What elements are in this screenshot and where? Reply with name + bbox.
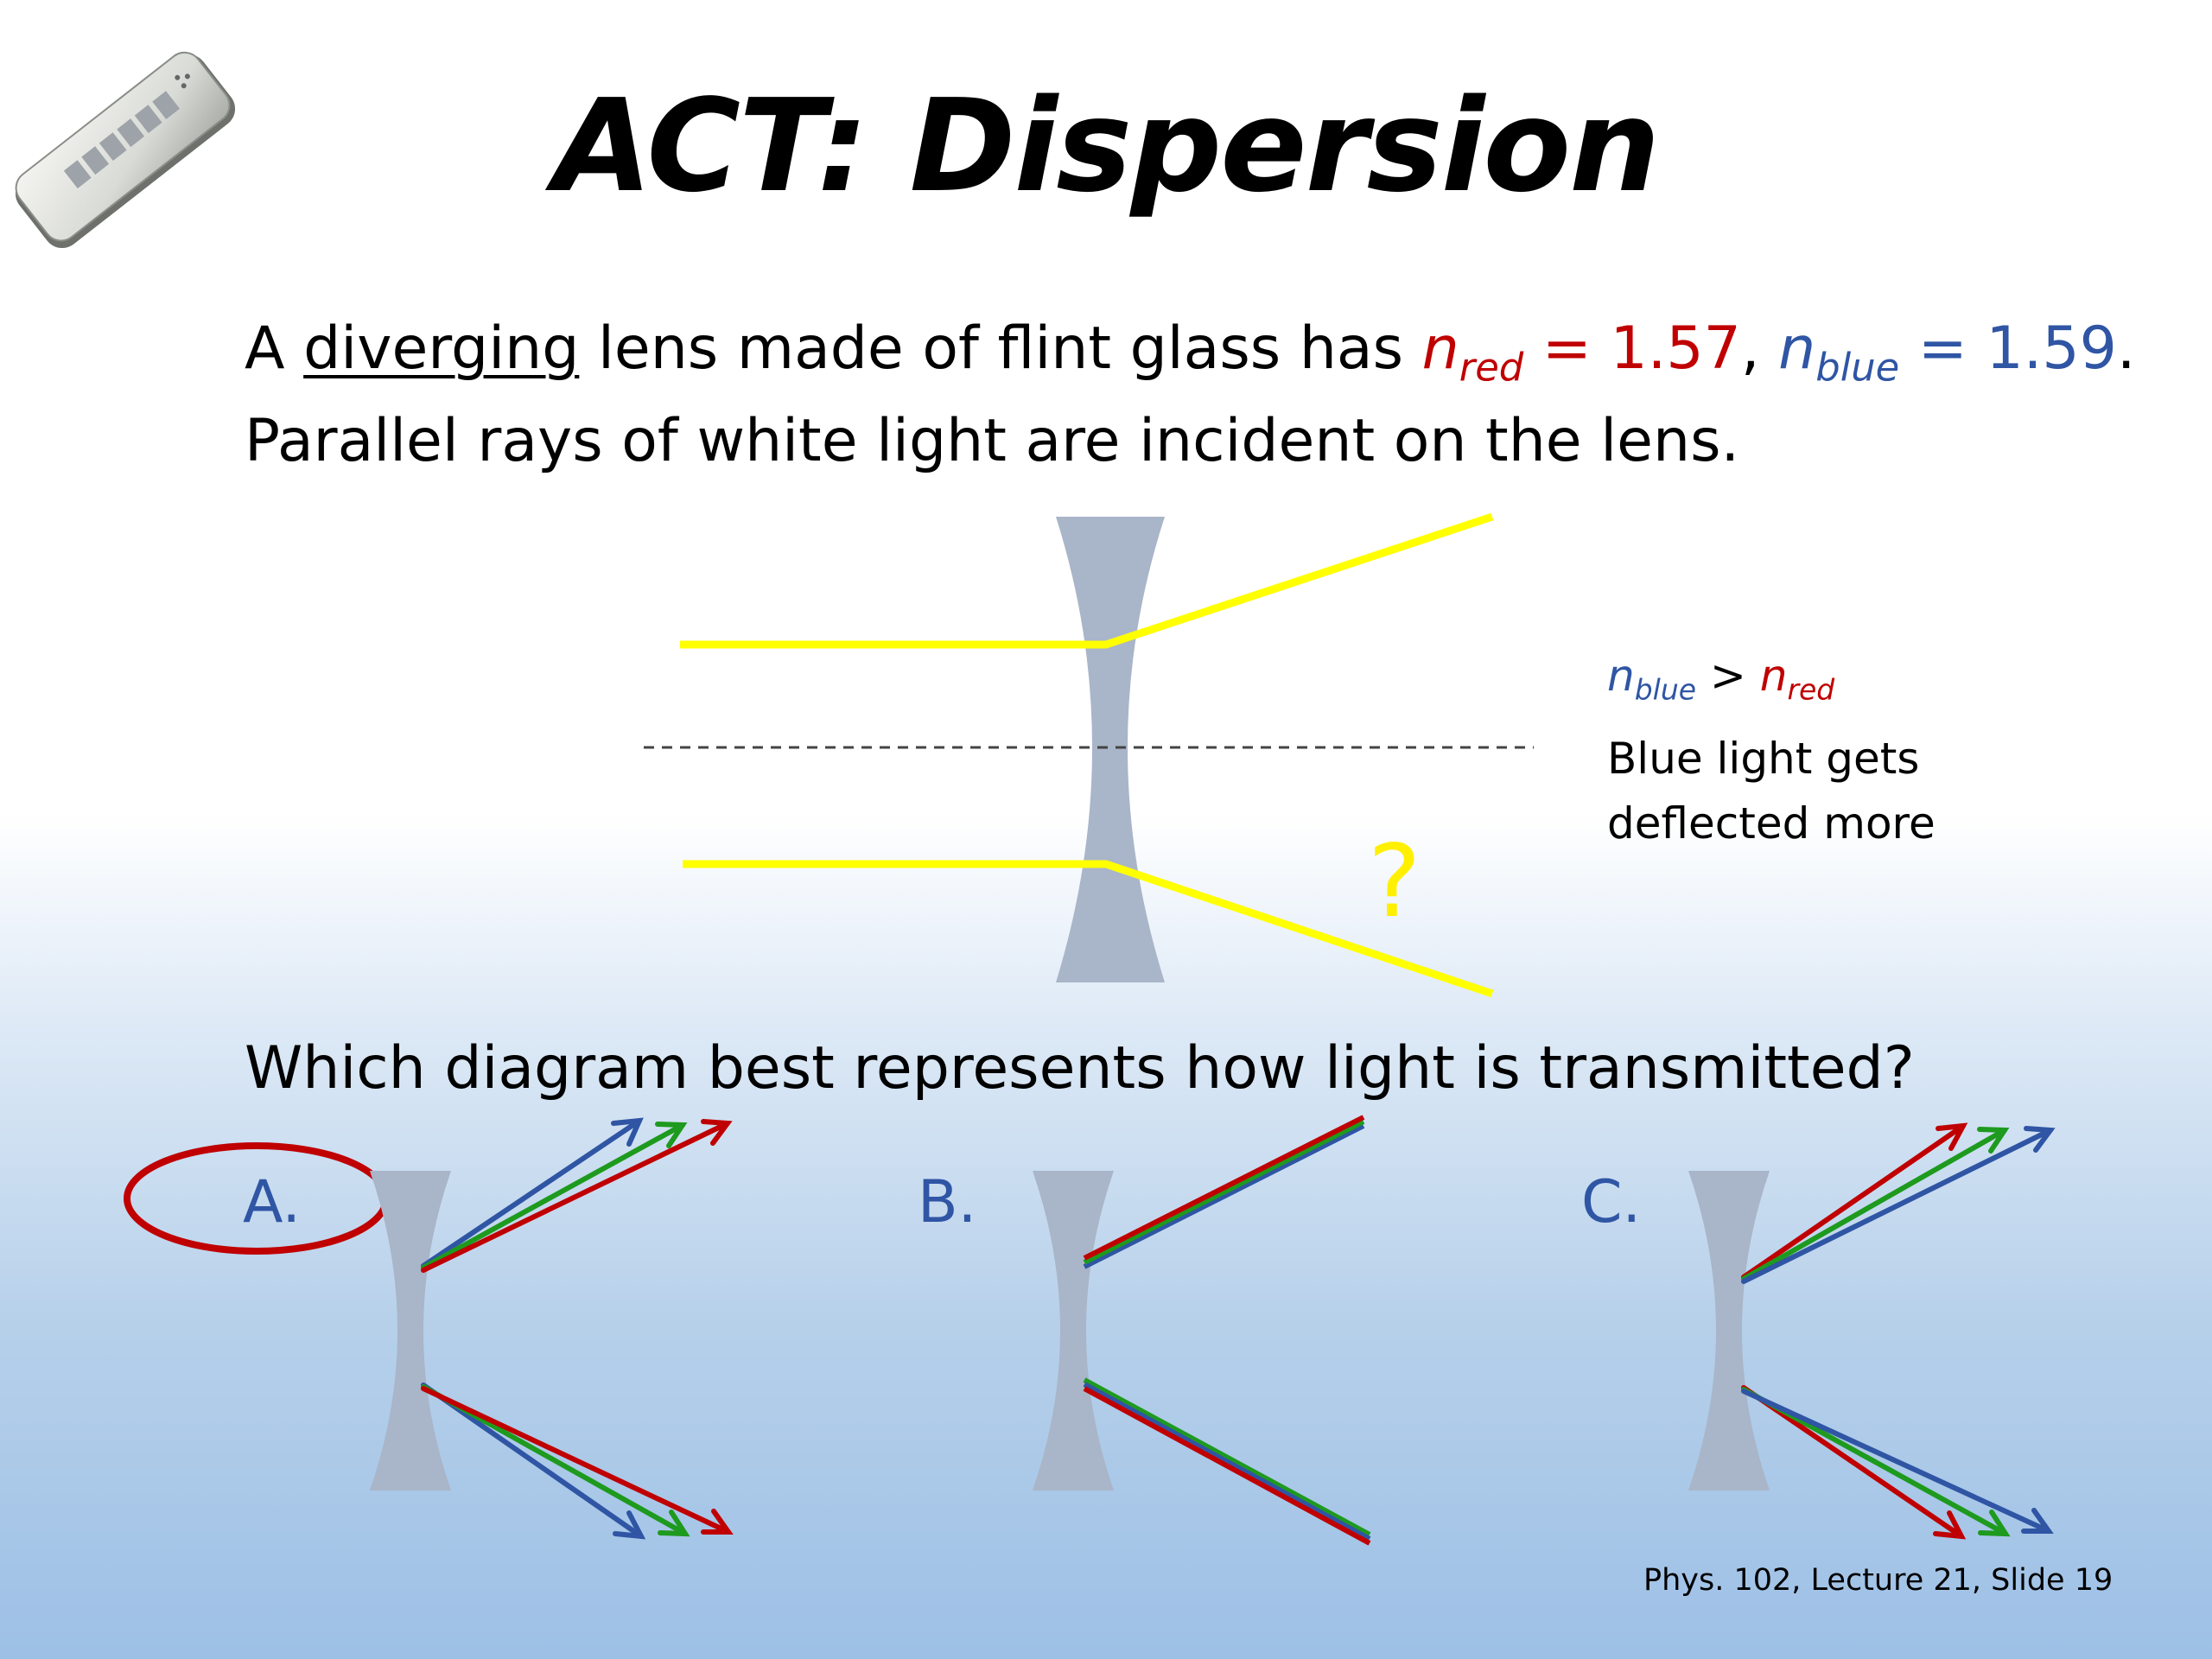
index-inequality: nblue > nred: [1607, 654, 1834, 704]
lens-a: [370, 1171, 451, 1491]
option-b-label[interactable]: B.: [918, 1168, 977, 1236]
option-b-rays: [1083, 1115, 1371, 1546]
note-line2: deflected more: [1607, 798, 1936, 849]
option-c-rays: [1741, 1122, 2056, 1540]
subscript-blue: blue: [1815, 344, 1900, 391]
text-segment: .: [2116, 315, 2136, 383]
subscript-red: red: [1459, 344, 1524, 391]
slide-title: ACT: Dispersion: [553, 72, 1660, 220]
n-blue-label: nblue: [1607, 651, 1696, 704]
upper-ray: [680, 512, 1494, 649]
note-line1: Blue light gets: [1607, 734, 1920, 784]
clicker-remote-icon: [15, 51, 236, 249]
option-a-label[interactable]: A.: [243, 1168, 301, 1236]
subscript-red: red: [1787, 672, 1835, 707]
text-segment: A: [245, 315, 304, 383]
lens-b: [1033, 1171, 1114, 1491]
n-blue-expression: nblue = 1.59: [1778, 315, 2117, 387]
prompt-question: Which diagram best represents how light …: [245, 1034, 1915, 1103]
blue-value: = 1.59: [1899, 315, 2117, 383]
text-segment: lens made of flint glass has: [579, 315, 1422, 383]
slide-footer: Phys. 102, Lecture 21, Slide 19: [1643, 1563, 2113, 1598]
option-a-rays: [421, 1117, 734, 1540]
n-symbol: n: [1778, 315, 1816, 383]
text-segment: ,: [1740, 315, 1779, 383]
underlined-word: diverging: [303, 315, 580, 383]
n-symbol: n: [1759, 651, 1788, 701]
main-lens: [1056, 517, 1165, 982]
n-red-expression: nred = 1.57: [1421, 315, 1741, 387]
question-text-line2: Parallel rays of white light are inciden…: [245, 407, 1740, 475]
lower-ray: [683, 860, 1494, 998]
greater-than: >: [1696, 651, 1760, 701]
question-text-line1: A diverging lens made of flint glass has…: [245, 320, 2136, 387]
option-c-label[interactable]: C.: [1581, 1168, 1642, 1236]
question-mark: ?: [1368, 823, 1421, 940]
n-red-label: nred: [1759, 651, 1835, 704]
n-symbol: n: [1421, 315, 1459, 383]
n-symbol: n: [1607, 651, 1635, 701]
subscript-blue: blue: [1634, 672, 1697, 707]
red-value: = 1.57: [1523, 315, 1741, 383]
lens-c: [1688, 1171, 1770, 1491]
